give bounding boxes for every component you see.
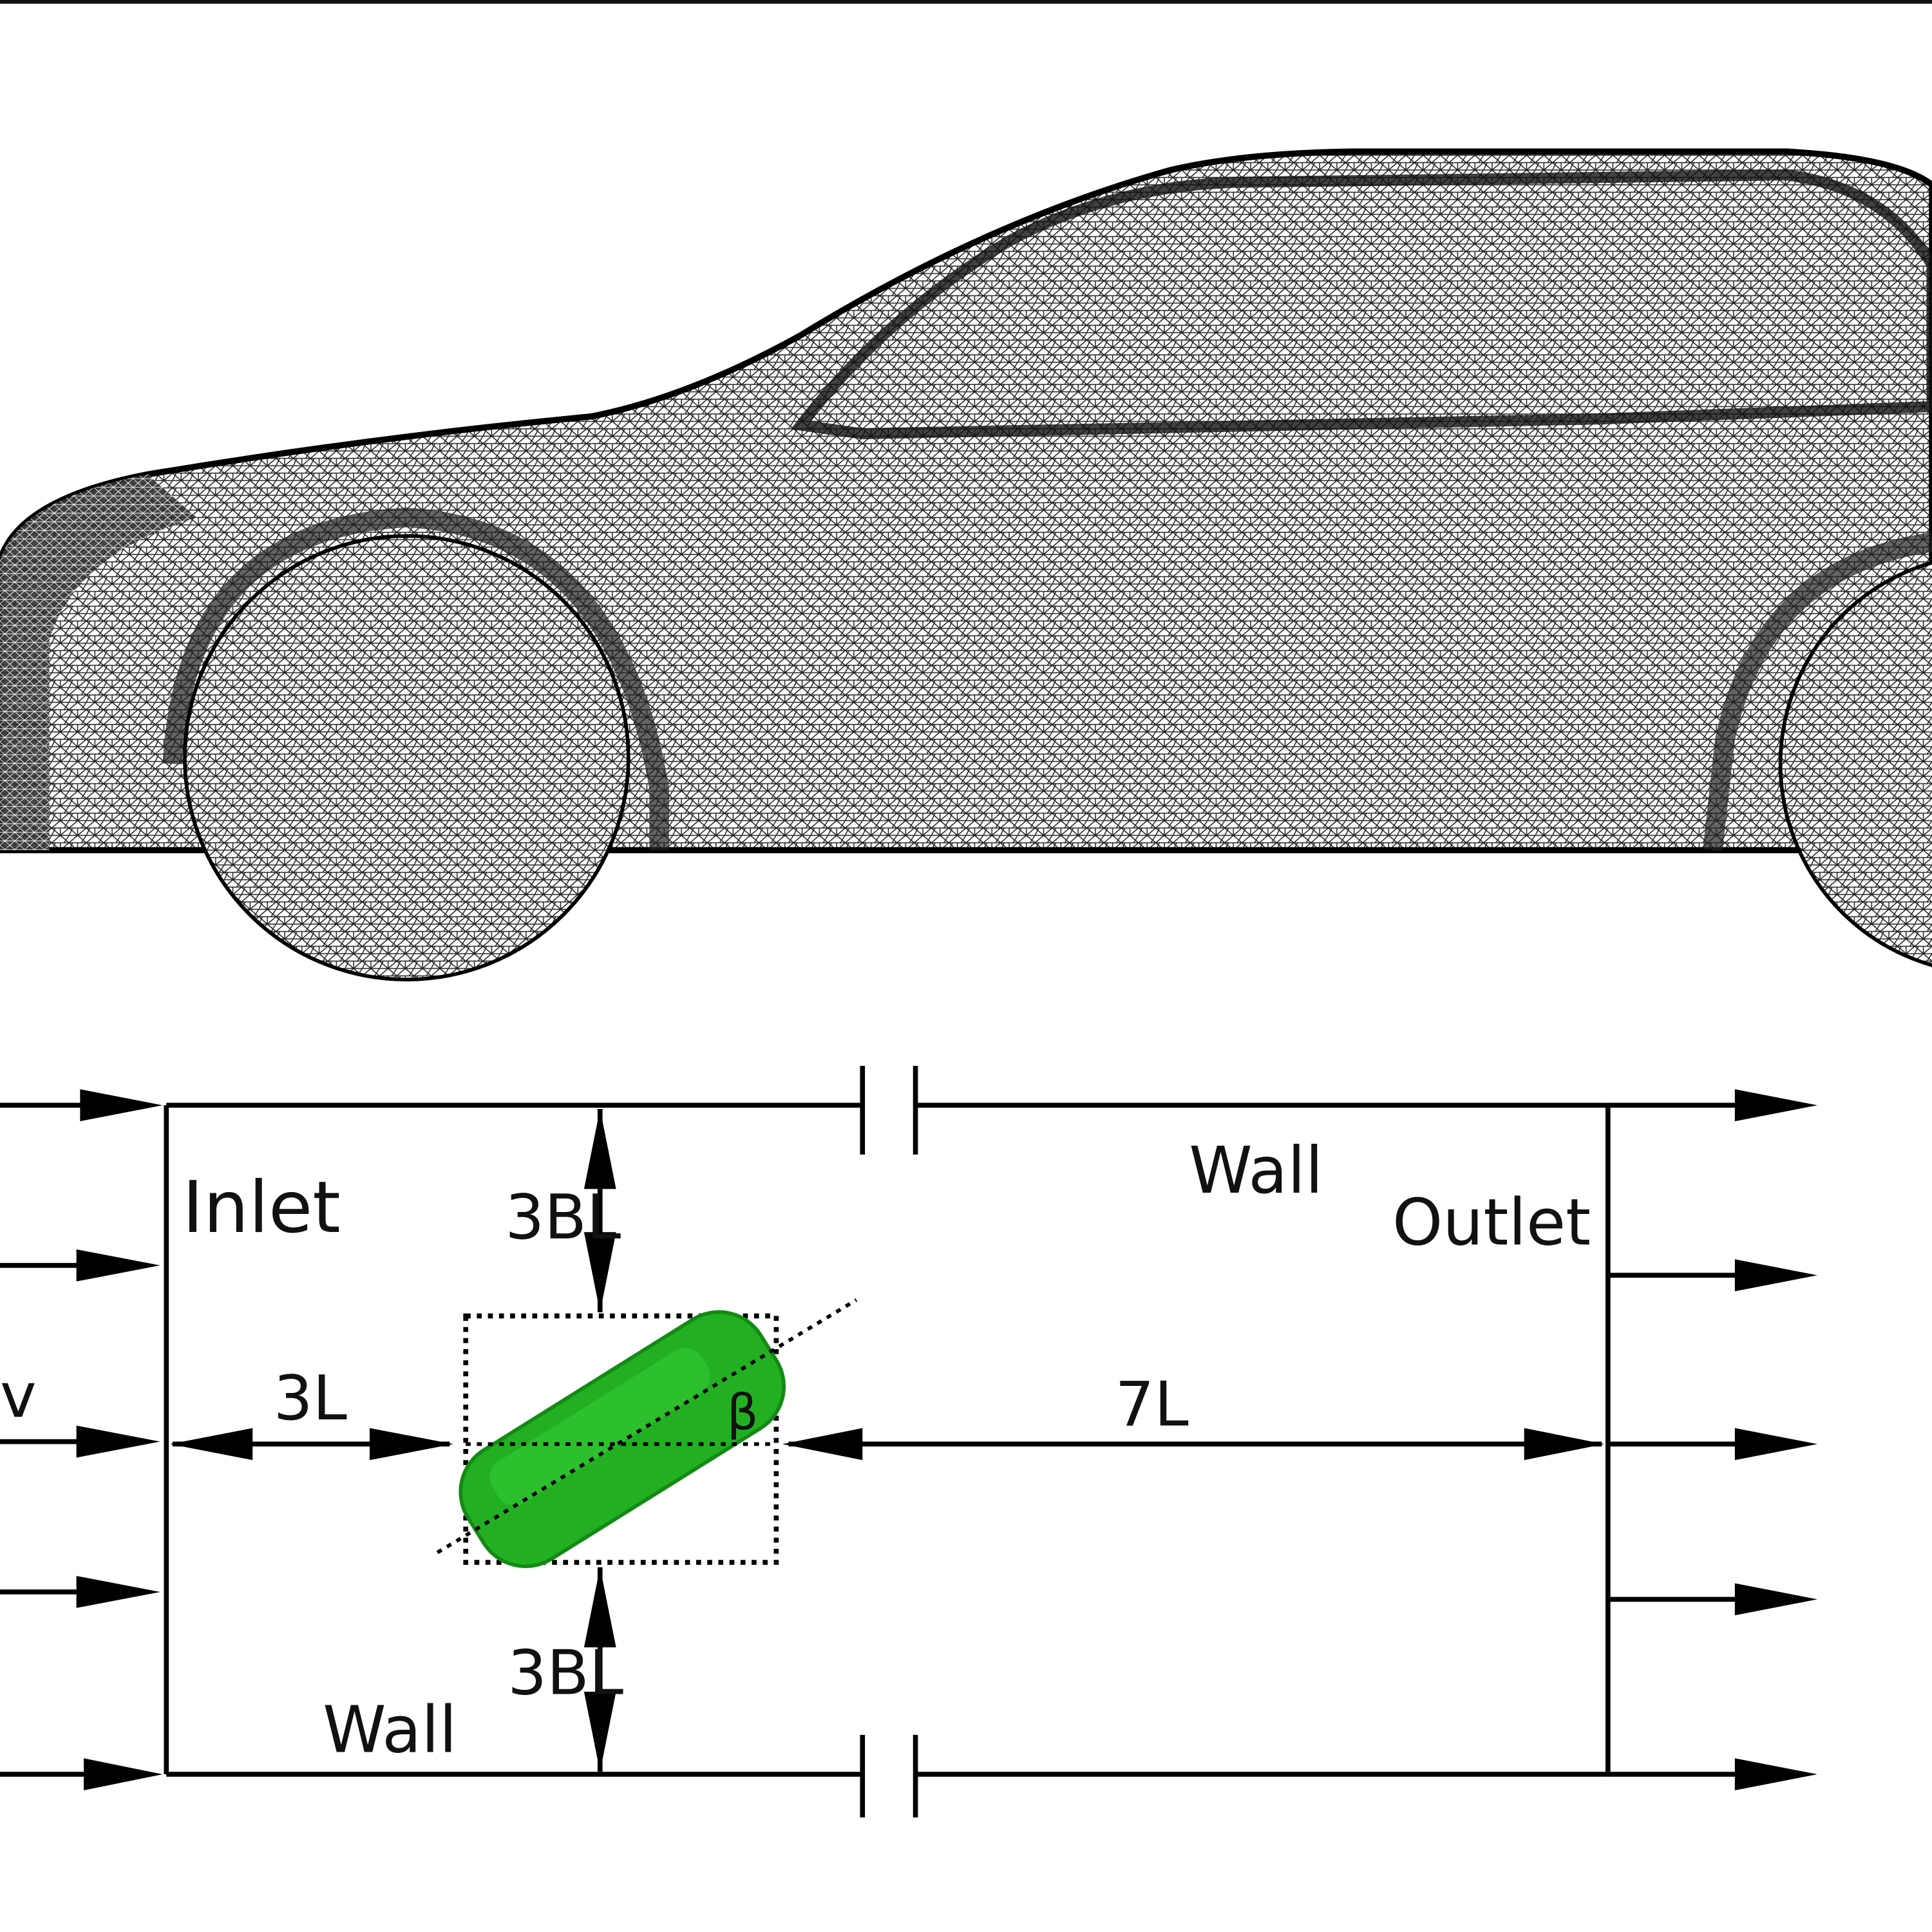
bottom-wall-label: Wall [323, 1694, 457, 1768]
top-clearance-label: 3BL [505, 1181, 621, 1253]
outflow-arrows [1607, 1089, 1818, 1790]
vehicle-top-view [459, 1310, 786, 1568]
rear-wheel-arch [1703, 532, 1932, 851]
bottom-clearance-label: 3BL [507, 1637, 623, 1709]
top-border [0, 0, 1932, 4]
outlet-label: Outlet [1392, 1186, 1591, 1260]
inlet-label: Inlet [182, 1166, 341, 1249]
rear-wheel [1778, 560, 1932, 967]
velocity-label: v [0, 1359, 37, 1432]
upstream-distance-label: 3L [274, 1362, 347, 1434]
front-wheel [183, 534, 630, 981]
downstream-distance-label: 7L [1115, 1368, 1189, 1441]
vehicle-bounding-box [463, 1313, 779, 1565]
vehicle-axis-line [436, 1298, 858, 1555]
front-wheel-arch [162, 507, 669, 851]
car-window-outline [790, 169, 1932, 440]
computational-domain [164, 1065, 1611, 1818]
dimension-arrows [170, 1108, 1605, 1772]
car-front-dense-mesh [0, 474, 198, 851]
inflow-arrows [0, 1089, 163, 1790]
top-wall-label: Wall [1189, 1134, 1323, 1208]
diagram-labels: Inlet Outlet Wall Wall v 3L 7L 3BL 3BL β [0, 1134, 1591, 1768]
car-surface-mesh [0, 148, 1932, 981]
yaw-angle-label: β [727, 1384, 759, 1441]
